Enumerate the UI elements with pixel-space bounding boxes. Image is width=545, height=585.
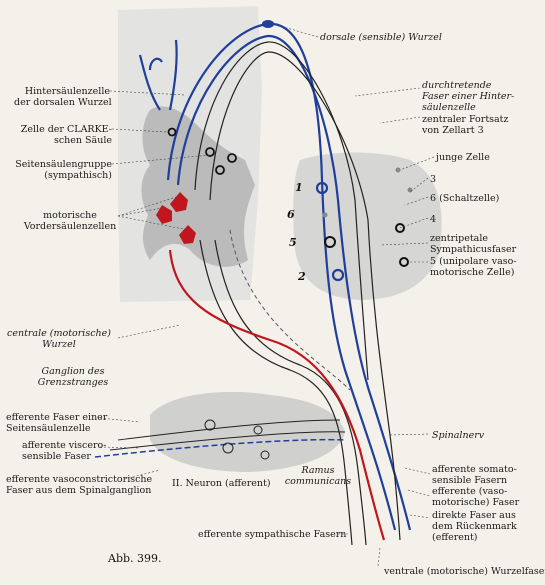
label-afferent-soma: afferente somato- sensible Fasern	[432, 464, 517, 486]
spinal-neurons-black	[167, 127, 237, 175]
label-efferent-lateral: efferente Faser einer Seitensäulenzelle	[6, 412, 108, 434]
gray-matter	[141, 106, 255, 267]
figure-label: Abb. 399.	[108, 552, 162, 565]
label-lateral-group: Seitensäulengruppe (sympathisch)	[15, 159, 112, 181]
ganglion-cells-black	[324, 223, 409, 267]
label-efferent-symp: efferente sympathische Fasern	[198, 529, 347, 540]
label-cell-4: 4	[430, 214, 437, 225]
label-afferent-viscero: afferente viscero- sensible Faser	[22, 440, 107, 462]
ganglion-number-5: 5	[289, 236, 297, 249]
label-direct-fiber: direkte Faser aus dem Rückenmark (effere…	[432, 510, 517, 543]
ganglion-cells-blue	[315, 181, 345, 282]
label-motor-cells: motorische Vordersäulenzellen	[23, 210, 117, 232]
label-ramus: Ramus communicans	[284, 465, 352, 487]
label-through-fiber: durchtretende Faser einer Hinter- säulen…	[422, 80, 515, 113]
ganglion-number-6: 6	[287, 208, 295, 221]
label-efferent-vasoconstr: efferente vasoconstrictorische Faser aus…	[6, 474, 153, 496]
label-neuron-2: II. Neuron (afferent)	[172, 478, 271, 489]
ganglion-number-2: 2	[298, 270, 306, 283]
label-efferent-vaso: efferente (vaso- motorische) Faser	[432, 486, 520, 508]
ganglion-number-1: 1	[295, 181, 303, 194]
ventral-motor-fiber	[168, 249, 386, 541]
label-central-process: zentraler Fortsatz von Zellart 3	[422, 114, 509, 136]
label-spinal-nerve: Spinalnerv	[432, 430, 485, 441]
sympathetic-ganglion	[150, 391, 345, 472]
label-cell-6: 6 (Schaltzelle)	[430, 193, 500, 204]
label-young-cell: junge Zelle	[436, 152, 490, 163]
label-cell-3: 3	[430, 174, 437, 185]
spinal-nerve-blue-dash	[94, 438, 346, 458]
dorsal-horn-fibers	[138, 39, 178, 111]
leader-lines	[99, 25, 435, 567]
sympathetic-cells	[204, 419, 270, 460]
label-ganglion-trunk: Ganglion des Grenzstranges	[37, 366, 109, 388]
label-clarke-cell: Zelle der CLARKE- schen Säule	[20, 124, 112, 146]
dorsal-root-cell	[262, 20, 274, 28]
label-ventral-root-fiber: ventrale (motorische) Wurzelfaser	[384, 566, 545, 577]
label-cell-5: 5 (unipolare vaso- motorische Zelle)	[430, 256, 517, 278]
label-hinter-cell: Hintersäulenzelle der dorsalen Wurzel	[14, 86, 112, 108]
motor-neurons	[156, 192, 196, 244]
spinal-ganglion	[293, 152, 442, 300]
dashed-sympathetic-fiber	[229, 229, 351, 391]
label-dorsal-root: dorsale (sensible) Wurzel	[320, 32, 442, 43]
spinal-nerve-lines	[109, 419, 346, 451]
dorsal-root-black-fibers	[194, 41, 401, 546]
label-ventral-root: centrale (motorische) Wurzel	[7, 328, 111, 350]
label-centripetal: zentripetale Sympathicusfaser	[430, 233, 517, 255]
